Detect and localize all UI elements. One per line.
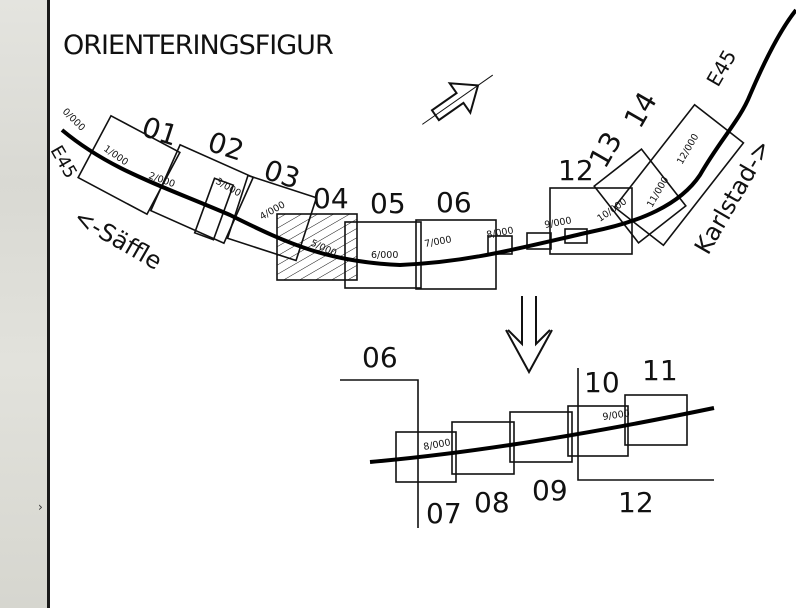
chainage-10000: 10/000: [595, 196, 629, 224]
section-label-06: 06: [436, 186, 472, 219]
border-line: [47, 0, 50, 608]
section-06-boundary: [340, 379, 419, 528]
section-12-boundary: [577, 368, 714, 481]
diagram-title: ORIENTERINGSFIGUR: [63, 30, 333, 61]
detail-label-12: 12: [618, 486, 654, 519]
detail-box-11: [624, 394, 688, 446]
chainage-8000: 8/000: [486, 225, 515, 241]
down-arrow-icon: [505, 296, 553, 375]
direction-saffle: <-Säffle: [69, 203, 167, 276]
detail-label-06: 06: [362, 341, 398, 374]
chainage-6000: 6/000: [371, 250, 398, 261]
detail-label-07: 07: [426, 497, 462, 530]
detail-box-07: [395, 431, 457, 483]
section-box-04: [276, 213, 358, 281]
section-label-05: 05: [370, 187, 406, 220]
north-arrow-icon: [422, 74, 494, 125]
chainage-12000: 12/000: [675, 132, 701, 166]
road-label-e45-left: E45: [46, 142, 81, 182]
detail-label-09: 09: [532, 474, 568, 507]
paper-margin: [0, 0, 47, 608]
chainage-7000: 7/000: [424, 234, 453, 250]
detail-chainage-9000: 9/000: [602, 408, 631, 423]
detail-label-08: 08: [474, 486, 510, 519]
detail-box-10: [567, 405, 629, 457]
chainage-9000: 9/000: [544, 215, 573, 231]
road-label-e45-right: E45: [702, 46, 742, 91]
section-label-03: 03: [260, 153, 304, 195]
detail-label-11: 11: [642, 354, 678, 387]
section-box-13: [593, 148, 687, 244]
margin-mark: ›: [38, 500, 43, 514]
section-label-01: 01: [138, 110, 182, 152]
section-label-02: 02: [204, 125, 248, 167]
section-label-04: 04: [313, 182, 349, 215]
section-label-12: 12: [558, 154, 594, 187]
section-box-02: [149, 143, 255, 245]
road-e45-centerline: [60, 8, 796, 268]
detail-label-10: 10: [584, 366, 620, 399]
chainage-3000: 3/000: [214, 176, 243, 199]
detail-road-centerline: [369, 406, 715, 464]
detail-chainage-8000: 8/000: [423, 437, 452, 453]
section-label-14: 14: [617, 86, 663, 133]
detail-box-08: [451, 421, 515, 475]
section-box-14: [613, 103, 745, 247]
